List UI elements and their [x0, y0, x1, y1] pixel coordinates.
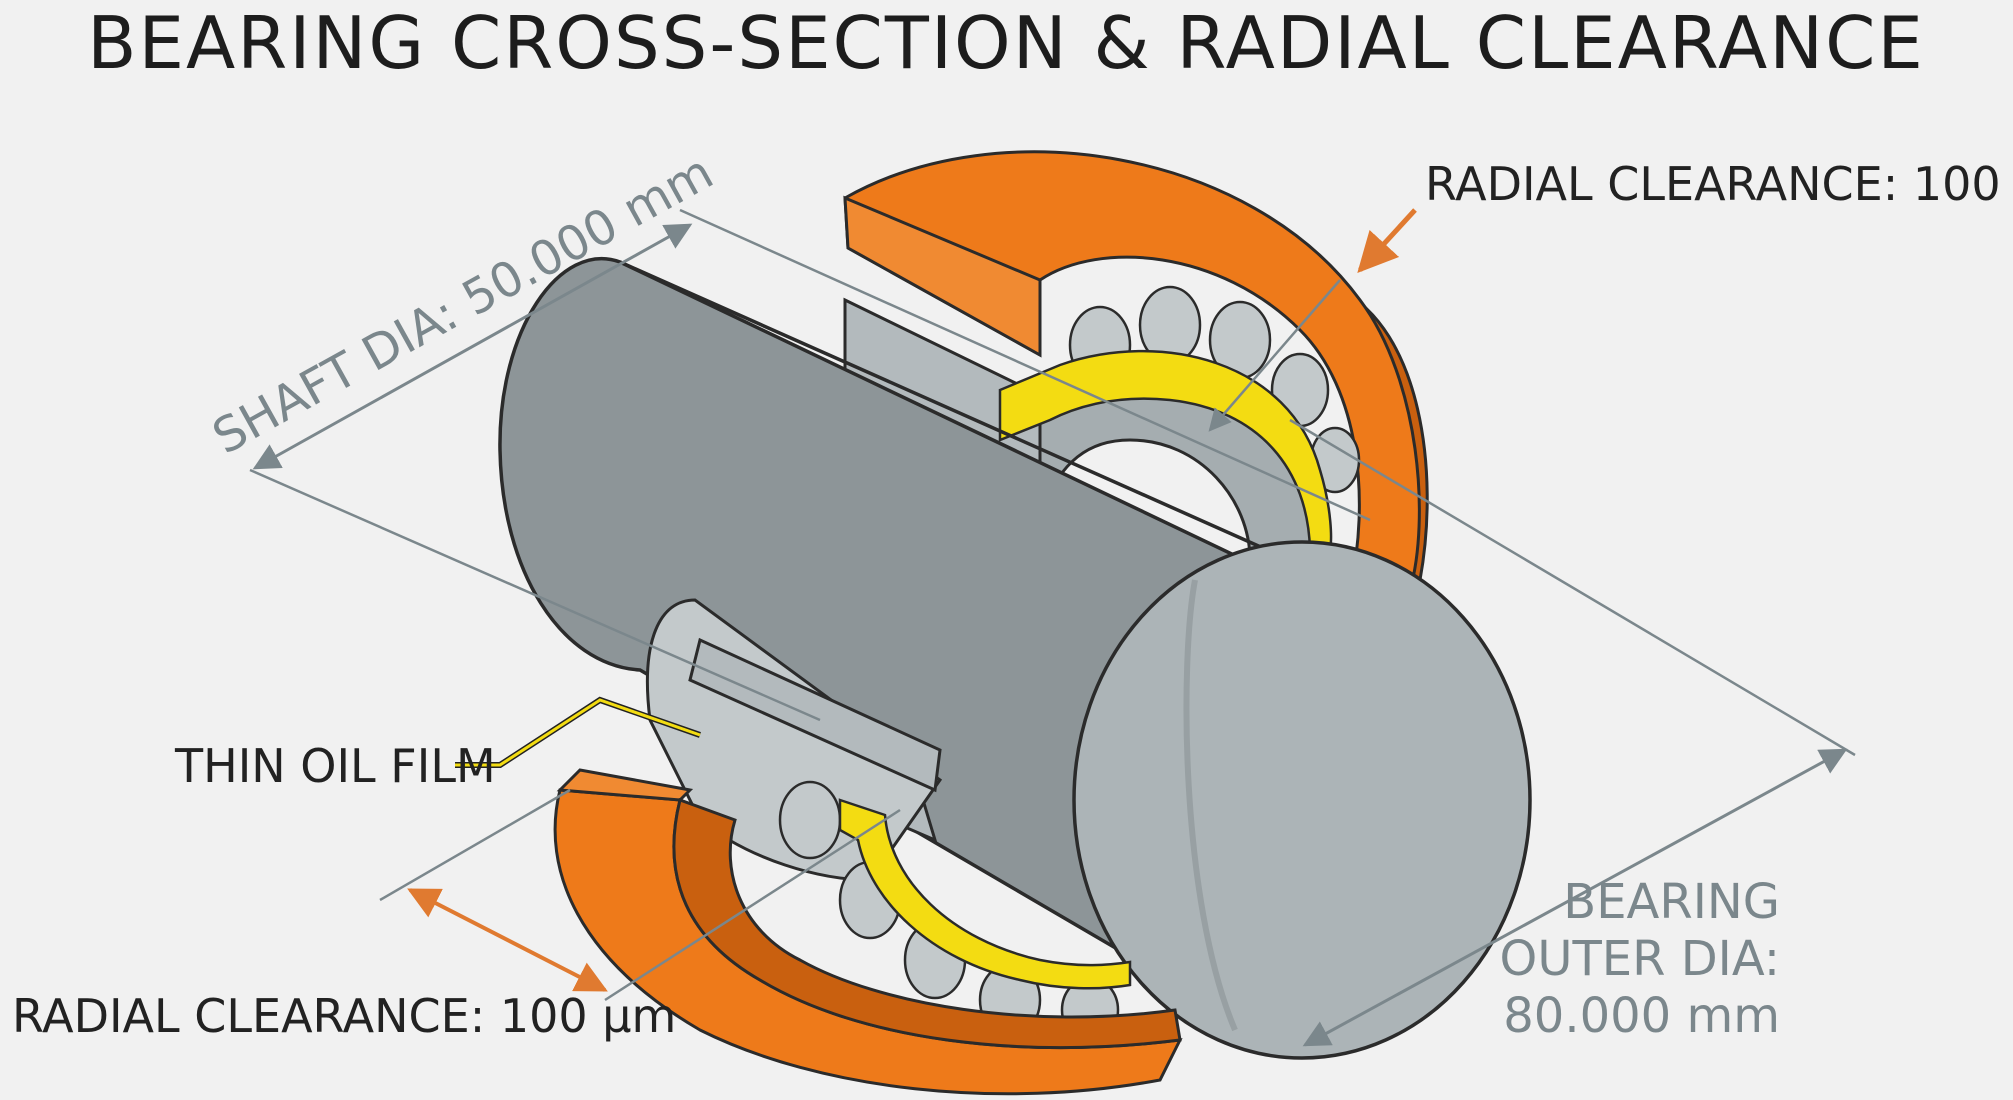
- radial-clearance-top-callout: RADIAL CLEARANCE: 100 µm: [1208, 157, 2013, 432]
- roller: [778, 780, 842, 860]
- bearing-outer-dia-label-line1: BEARING: [1563, 874, 1780, 930]
- radial-clearance-bottom-label: RADIAL CLEARANCE: 100 µm: [12, 989, 676, 1043]
- shaft-end-face: [1072, 540, 1532, 1060]
- inner-ring-lower: [645, 598, 1132, 1044]
- oil-film-lower: [838, 798, 1132, 990]
- bearing-outer-dia-dimension: BEARING OUTER DIA: 80.000 mm: [1289, 418, 1856, 1047]
- outer-ring-lower: [553, 768, 1183, 1096]
- bearing-outer-dia-label-line2: OUTER DIA:: [1500, 931, 1780, 987]
- radial-clearance-top-label: RADIAL CLEARANCE: 100 µm: [1425, 157, 2013, 211]
- bearing-outer-dia-label-line3: 80.000 mm: [1503, 988, 1780, 1044]
- thin-oil-film-label: THIN OIL FILM: [174, 739, 496, 793]
- radial-clearance-bottom-callout: RADIAL CLEARANCE: 100 µm: [12, 788, 901, 1043]
- thin-oil-film-callout: THIN OIL FILM: [174, 696, 701, 793]
- diagram-title: BEARING CROSS-SECTION & RADIAL CLEARANCE: [87, 1, 1925, 85]
- outer-ring-upper: [843, 150, 1429, 592]
